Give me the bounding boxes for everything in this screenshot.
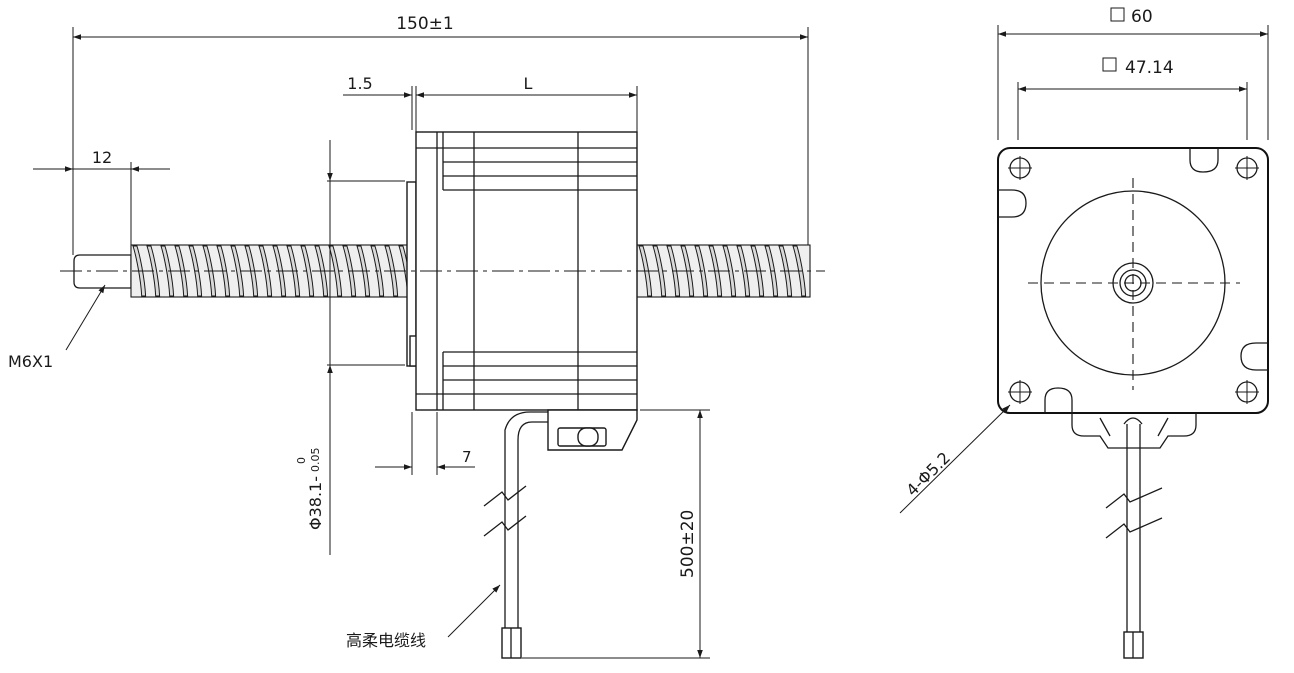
dim-pilot-depth: 7 [462,448,472,466]
thread-flank [160,245,175,297]
dim-pilot-tol-lower: 0.05 [309,448,322,473]
dim-pilot-tol-upper: 0 [295,457,308,464]
dim-frame-size: 60 [1131,7,1153,27]
thread-flank [736,245,751,297]
thread-flank [328,245,343,297]
dim-total-length: 150±1 [396,14,454,34]
thread-flank [258,245,273,297]
dim-shaft-end: 12 [92,148,112,167]
dim-cable-length: 500±20 [678,510,698,578]
dim-body-length: L [524,74,533,93]
front-view: 60 47.14 [899,7,1269,659]
thread-flank [230,245,245,297]
thread-flank [652,245,667,297]
side-view: 150±1 1.5 L 12 [8,14,825,659]
thread-flank [300,245,315,297]
dim-mount-holes: 4-Φ5.2 [902,448,954,500]
label-thread-spec: M6X1 [8,352,53,371]
dim-pilot-diameter: Φ38.1- [306,476,325,530]
dim-hole-spacing: 47.14 [1125,58,1174,78]
dim-flange: 1.5 [347,74,372,93]
label-cable: 高柔电缆线 [346,631,426,650]
